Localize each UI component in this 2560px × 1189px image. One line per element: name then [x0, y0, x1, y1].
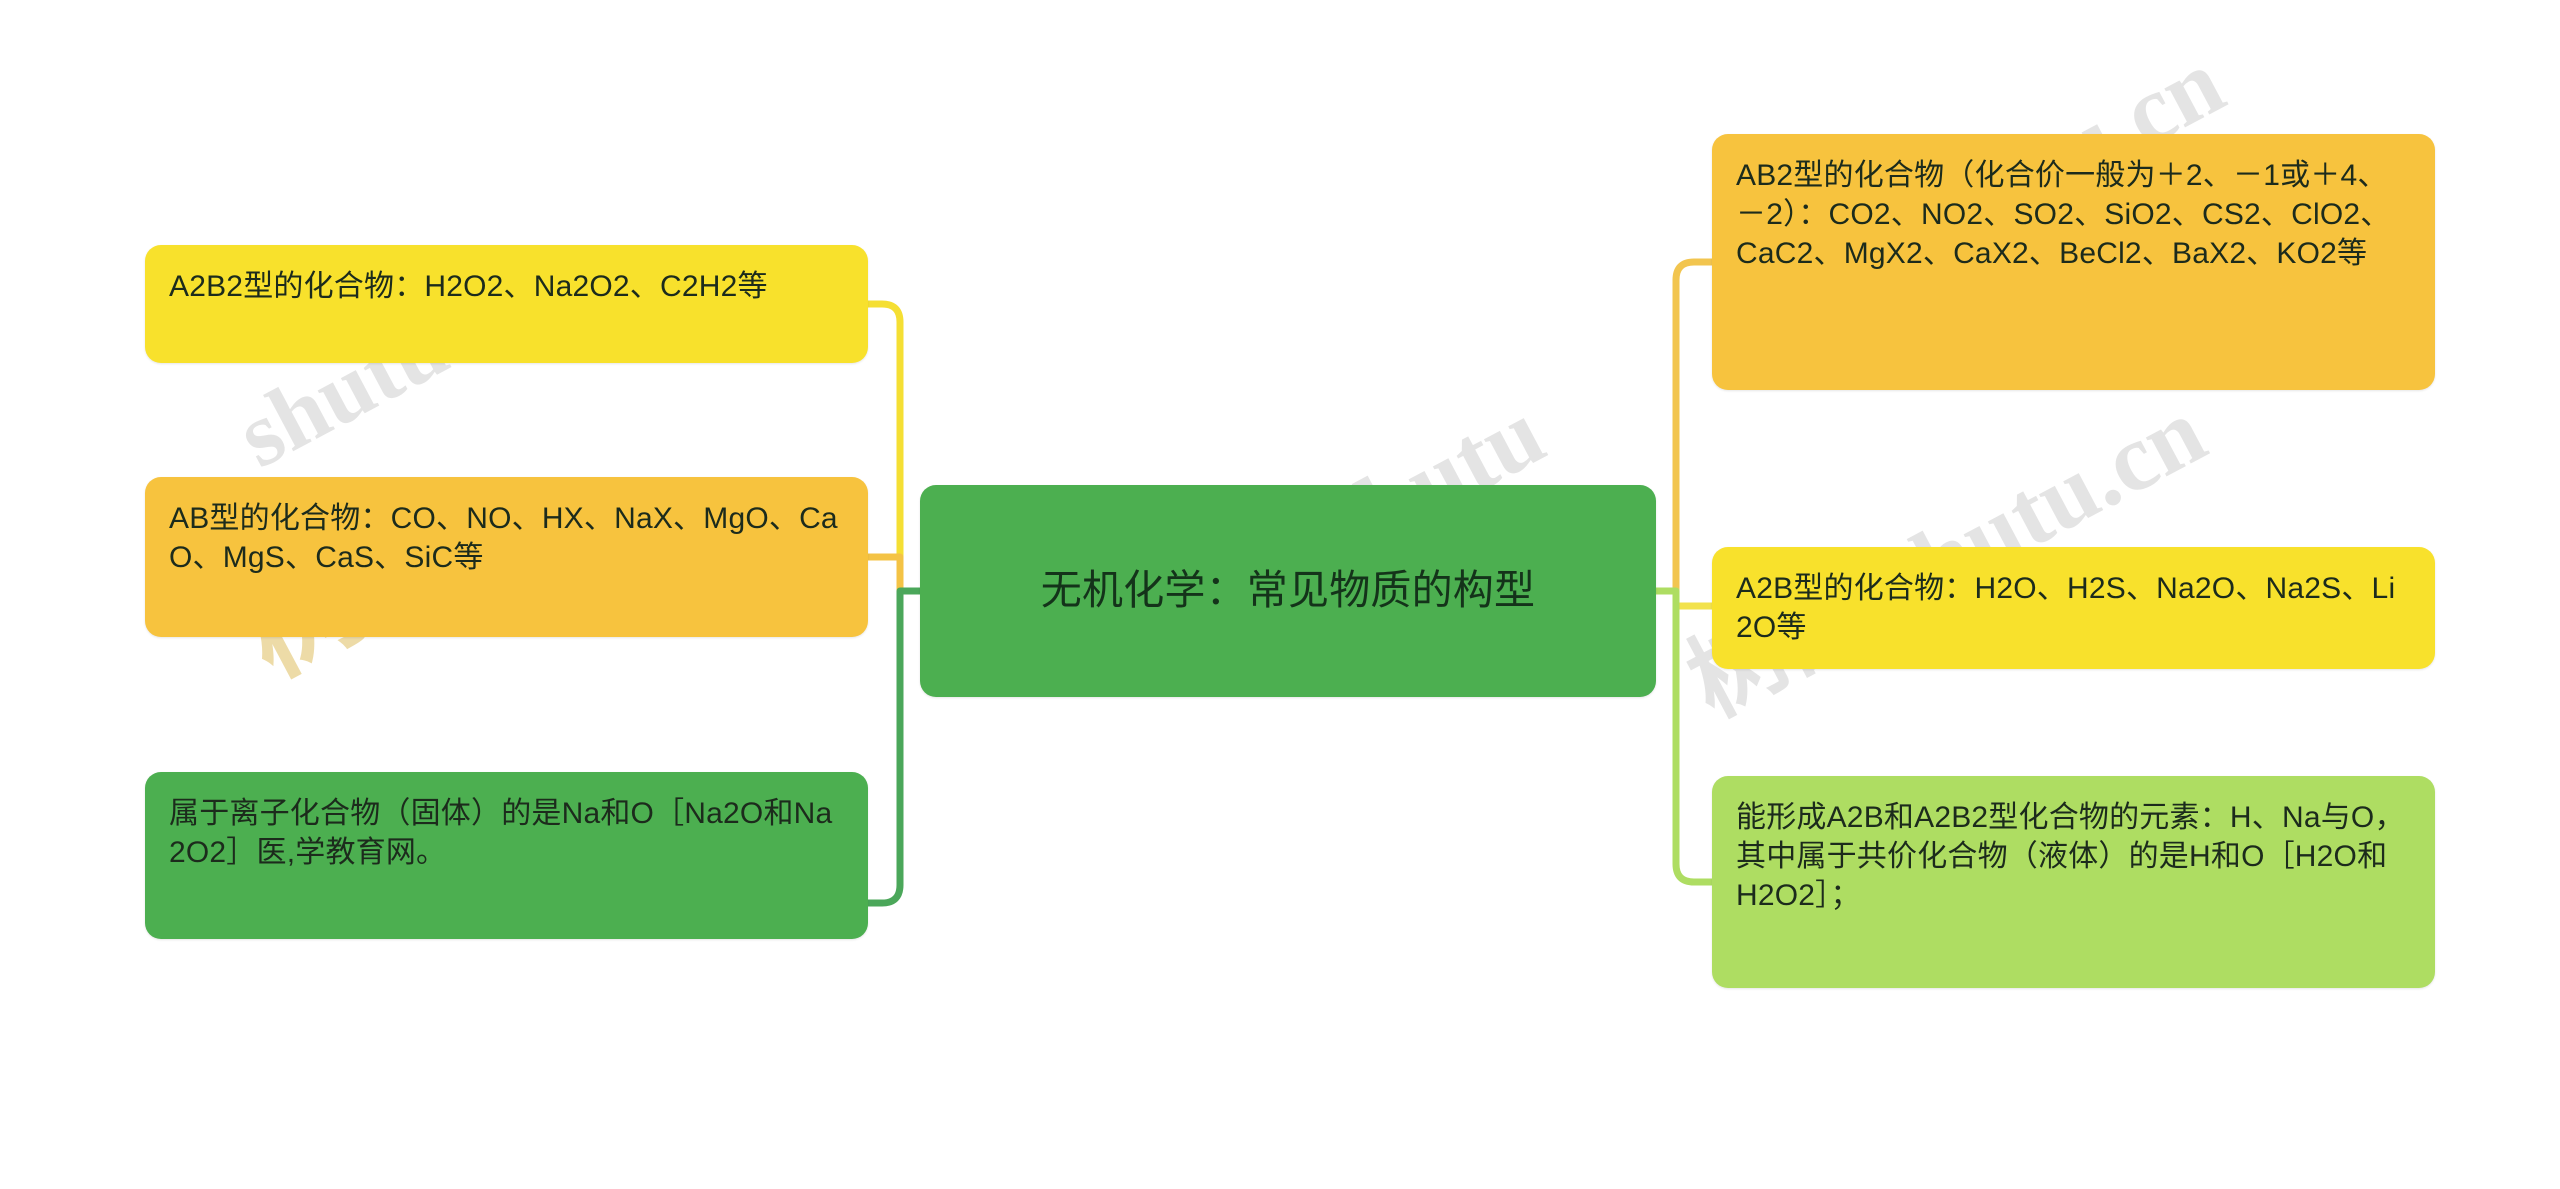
node-label: AB2型的化合物（化合价一般为＋2、－1或＋4、－2）：CO2、NO2、SO2、…: [1736, 159, 2391, 270]
edge-right-2: [1652, 587, 1716, 610]
node-label: 属于离子化合物（固体）的是Na和O［Na2O和Na2O2］医,学教育网。: [169, 797, 833, 869]
mindmap-node-right-1[interactable]: AB2型的化合物（化合价一般为＋2、－1或＋4、－2）：CO2、NO2、SO2、…: [1712, 134, 2435, 390]
edge-left-3: [864, 587, 924, 907]
edge-left-1: [864, 300, 924, 595]
node-label: A2B型的化合物：H2O、H2S、Na2O、Na2S、Li2O等: [1736, 572, 2396, 644]
mindmap-root-node[interactable]: 无机化学：常见物质的构型: [920, 485, 1656, 697]
mindmap-node-left-1[interactable]: A2B2型的化合物：H2O2、Na2O2、C2H2等: [145, 245, 868, 363]
mindmap-node-right-2[interactable]: A2B型的化合物：H2O、H2S、Na2O、Na2S、Li2O等: [1712, 547, 2435, 669]
edge-left-2: [864, 553, 924, 595]
mindmap-node-right-3[interactable]: 能形成A2B和A2B2型化合物的元素：H、Na与O，其中属于共价化合物（液体）的…: [1712, 776, 2435, 988]
node-label: AB型的化合物：CO、NO、HX、NaX、MgO、CaO、MgS、CaS、SiC…: [169, 502, 838, 574]
root-label: 无机化学：常见物质的构型: [1040, 567, 1536, 614]
node-label: A2B2型的化合物：H2O2、Na2O2、C2H2等: [169, 270, 768, 303]
node-label: 能形成A2B和A2B2型化合物的元素：H、Na与O，其中属于共价化合物（液体）的…: [1736, 801, 2405, 912]
mindmap-node-left-3[interactable]: 属于离子化合物（固体）的是Na和O［Na2O和Na2O2］医,学教育网。: [145, 772, 868, 939]
edge-right-1: [1652, 258, 1716, 595]
mindmap-node-left-2[interactable]: AB型的化合物：CO、NO、HX、NaX、MgO、CaO、MgS、CaS、SiC…: [145, 477, 868, 637]
edge-right-3: [1652, 587, 1716, 886]
